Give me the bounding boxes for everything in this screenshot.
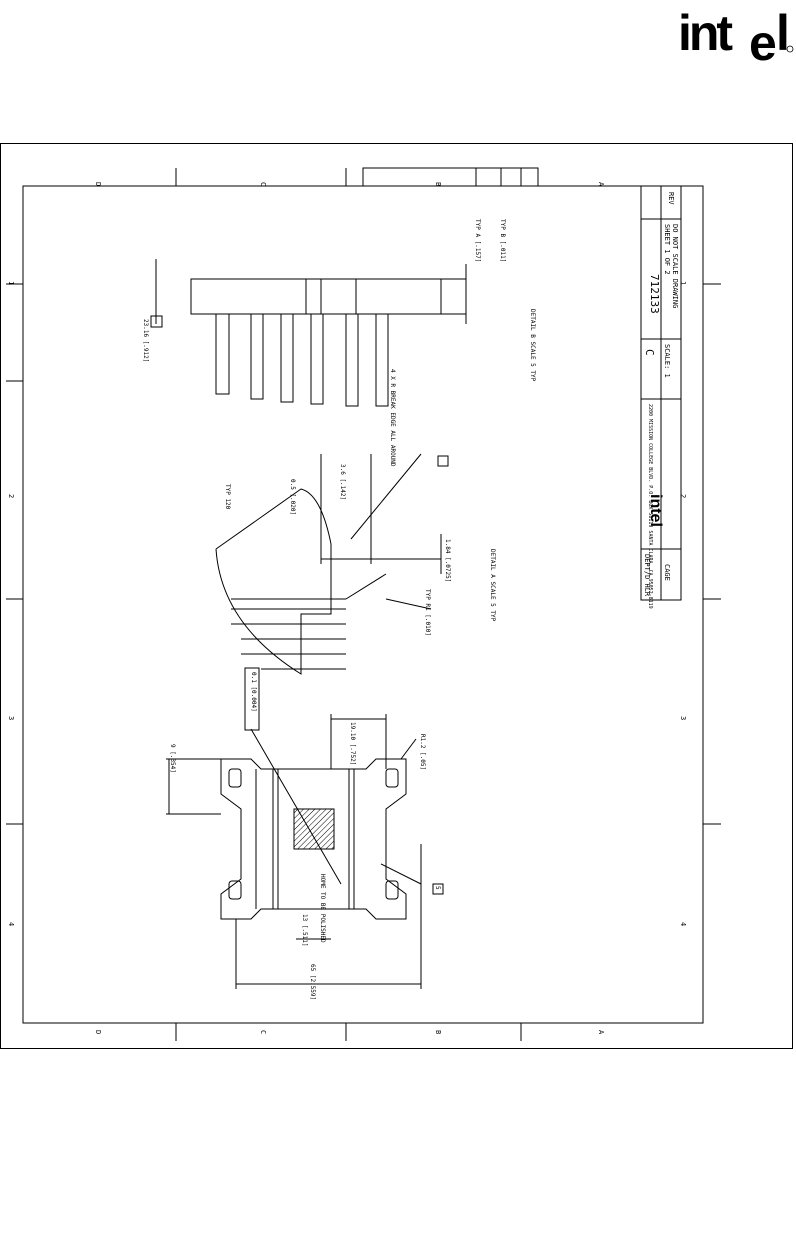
dim-r1: R1.2 [.05] xyxy=(419,734,426,770)
zone-number-right-4: 4 xyxy=(679,922,687,926)
svg-text:int: int xyxy=(678,5,733,61)
dim-23: 23.16 [.912] xyxy=(142,319,149,362)
zone-letter-bottom-a: A xyxy=(597,1030,605,1035)
dim-13: 13 [.511] xyxy=(301,914,308,947)
clip-body xyxy=(220,758,407,920)
sheet-text: SHEET 1 OF 2 xyxy=(663,224,671,275)
dim-65: 65 [2.559] xyxy=(309,964,316,1000)
zone-number-left-1: 1 xyxy=(7,281,15,285)
zone-letter-top-b: B xyxy=(434,182,442,186)
scale-text: SCALE: 1 xyxy=(663,344,671,378)
drawing-number: 712133 xyxy=(648,274,661,314)
dept-text: DEPT/D HLR xyxy=(643,554,651,597)
do-not-scale-text: DO NOT SCALE DRAWING xyxy=(671,224,679,308)
company-address: 2200 MISSION COLLEGE BLVD. P.O. BOX 5811… xyxy=(647,404,653,609)
zone-letter-top-a: A xyxy=(597,182,605,187)
finish-note: HOME TO BE POLISHED xyxy=(319,874,326,943)
zone-number-right-1: 1 xyxy=(679,281,687,285)
zone-number-right-3: 3 xyxy=(679,716,687,720)
detail-a-label: DETAIL A SCALE 5 TYP xyxy=(489,549,496,622)
cage-text: CAGE xyxy=(663,564,671,581)
flatness-callout: 0.1 [0.004] xyxy=(250,672,257,712)
dim-36: 3.6 [.142] xyxy=(339,464,346,500)
zone-letter-bottom-b: B xyxy=(434,1030,442,1034)
drawing-size: C xyxy=(643,349,656,356)
title-block-intel-logo: intel xyxy=(647,494,664,527)
typ-r-note: TYP R1 [.010] xyxy=(424,589,431,636)
rev-text: REV xyxy=(667,192,675,205)
detail-b-label: DETAIL B SCALE 5 TYP xyxy=(529,309,536,382)
svg-text:e: e xyxy=(749,15,776,62)
dim-05: 0.5 [.020] xyxy=(289,479,296,515)
zone-number-left-4: 4 xyxy=(7,922,15,926)
zone-number-right-2: 2 xyxy=(679,494,687,498)
zone-number-left-2: 2 xyxy=(7,494,15,498)
zone-letter-bottom-d: D xyxy=(94,1030,102,1034)
polished-area xyxy=(293,808,335,850)
zone-number-left-3: 3 xyxy=(7,716,15,720)
typ-a-note: TYP A [.157] xyxy=(474,219,481,262)
dim-1: 1.84 [.0725] xyxy=(444,539,451,582)
zone-letter-top-c: C xyxy=(259,182,267,186)
mechanical-drawing: D C B A D C B A 1 2 3 4 1 2 3 4 712133 C… xyxy=(6,167,721,1041)
zone-letter-top-d: D xyxy=(94,182,102,186)
typ-b-note: TYP B [.011] xyxy=(499,219,506,262)
dim-19: 19.10 [.752] xyxy=(349,722,356,765)
zone-letter-bottom-c: C xyxy=(259,1030,267,1034)
intel-logo: int e l xyxy=(678,5,794,62)
dim-9: 9 [.354] xyxy=(169,744,176,773)
note-5-flag: 5 xyxy=(434,886,441,890)
break-edge-note: 4 X R BREAK EDGE ALL AROUND xyxy=(389,369,396,467)
svg-text:l: l xyxy=(776,5,790,61)
drawing-frame: D C B A D C B A 1 2 3 4 1 2 3 4 712133 C… xyxy=(0,143,793,1049)
typ-120-note: TYP 120 xyxy=(224,484,231,510)
inner-border xyxy=(22,185,704,1024)
